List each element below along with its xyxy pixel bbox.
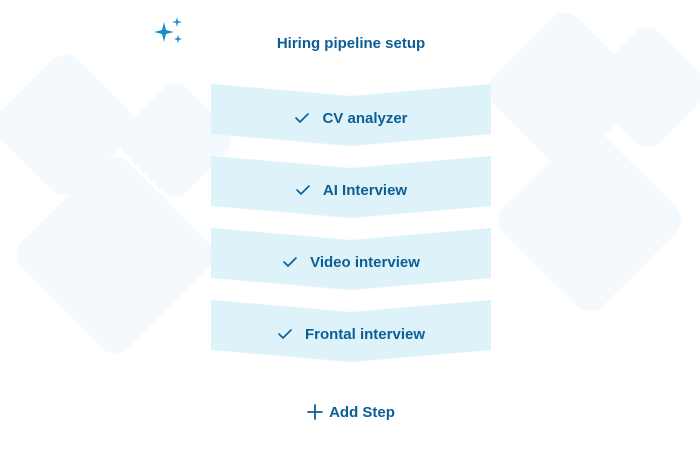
check-icon [295, 183, 311, 197]
add-step-button[interactable]: Add Step [211, 372, 491, 442]
check-icon [282, 255, 298, 269]
pipeline-step-cv-analyzer[interactable]: CV analyzer [211, 84, 491, 146]
add-step-label: Add Step [329, 403, 395, 421]
plus-icon [307, 404, 323, 420]
pipeline-title: Hiring pipeline setup [276, 34, 426, 52]
pipeline-step-frontal-interview[interactable]: Frontal interview [211, 300, 491, 362]
pipeline-header: Hiring pipeline setup [211, 12, 491, 74]
step-label: CV analyzer [322, 109, 408, 127]
hiring-pipeline: Hiring pipeline setup CV analyzer AI Int… [211, 12, 491, 452]
sparkle-icon [154, 17, 182, 43]
pipeline-step-ai-interview[interactable]: AI Interview [211, 156, 491, 218]
step-label: Frontal interview [304, 325, 426, 343]
check-icon [294, 111, 310, 125]
pipeline-step-video-interview[interactable]: Video interview [211, 228, 491, 290]
check-icon [277, 327, 293, 341]
step-label: Video interview [310, 253, 420, 271]
step-label: AI Interview [322, 181, 408, 199]
background-diamond [491, 121, 689, 319]
